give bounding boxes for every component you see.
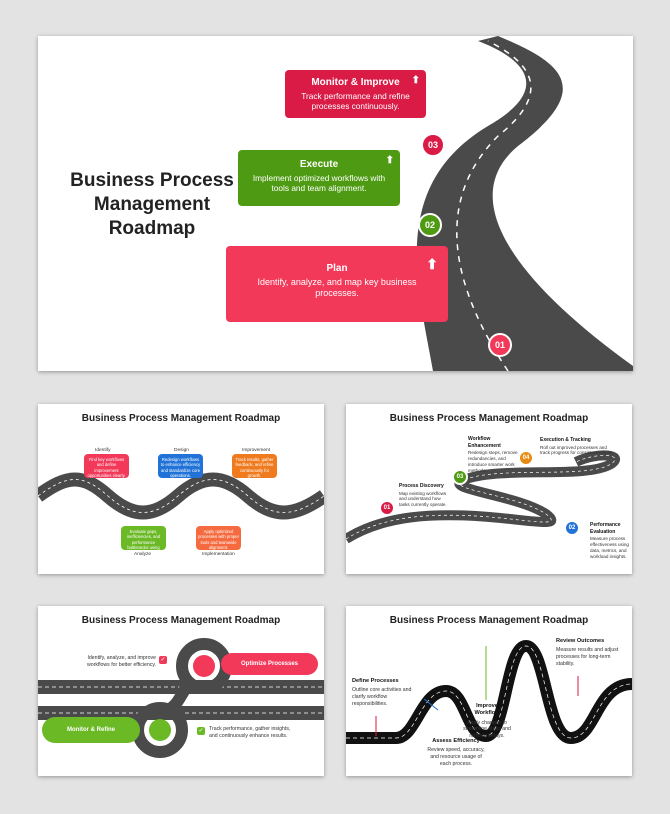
step-box-execute[interactable]: ⬆ Execute Implement optimized workflows …: [238, 150, 400, 206]
step-box-plan[interactable]: ⬆ Plan Identify, analyze, and map key bu…: [226, 246, 448, 322]
step-title: Monitor & Improve: [311, 77, 400, 88]
curve-road-graphic: [346, 639, 632, 745]
wave-box-improvement[interactable]: Track results, gather feedback, and refi…: [232, 454, 277, 478]
box-text: Evaluate gaps, inefficiencies, and perfo…: [126, 529, 161, 555]
slide-title: Business Process Management Roadmap: [389, 615, 589, 626]
check-icon-top: ✓: [159, 656, 167, 664]
slide-title: Business Process Management Roadmap: [81, 413, 281, 424]
main-slide: Business Process Management Roadmap ⬆ Mo…: [38, 36, 633, 371]
box-text: Apply optimized processes with proper to…: [198, 529, 239, 550]
wave-road-graphic: [38, 472, 324, 520]
wave-box-implementation[interactable]: Apply optimized processes with proper to…: [196, 526, 241, 550]
wave-box-analyze[interactable]: Evaluate gaps, inefficiencies, and perfo…: [121, 526, 166, 555]
arrow-up-icon: ⬆: [385, 155, 394, 166]
loop-bottom-text: Track performance, gather insights, and …: [209, 726, 291, 739]
wave-label-improvement: Improvement: [242, 448, 270, 453]
pin-03: 03: [452, 469, 468, 485]
pin-01: 01: [379, 500, 395, 516]
step-num-02: 02: [418, 213, 442, 237]
loop-road-graphic: [38, 638, 324, 758]
monitor-refine-banner[interactable]: Monitor & Refine: [42, 717, 140, 743]
banner-label: Optimize Processes: [240, 661, 299, 667]
loop-top-text: Identify, analyze, and improve workflows…: [87, 655, 156, 668]
wave-box-design[interactable]: Redesign workflows to enhance efficiency…: [158, 454, 203, 478]
step-text: Implement optimized workflows with tools…: [252, 173, 386, 194]
step-title: Execute: [299, 159, 339, 170]
check-icon-bottom: ✓: [197, 727, 205, 735]
arrow-up-icon: ⬆: [411, 75, 420, 86]
step-num-03: 03: [421, 133, 445, 157]
wave-label-design: Design: [174, 448, 189, 453]
step-text: Identify, analyze, and map key business …: [257, 277, 417, 299]
arrow-up-icon: ⬆: [426, 256, 438, 272]
step-title: Plan: [326, 263, 348, 274]
box-text: Redesign workflows to enhance efficiency…: [160, 457, 201, 478]
optimize-processes-banner[interactable]: Optimize Processes: [221, 653, 318, 675]
wave-label-identify: Identify: [95, 448, 111, 453]
step-box-monitor[interactable]: ⬆ Monitor & Improve Track performance an…: [285, 70, 426, 118]
slide-curve: Business Process Management Roadmap Defi…: [346, 606, 632, 776]
wave-label-implementation: Implementation: [202, 552, 235, 557]
step-num-01: 01: [488, 333, 512, 357]
wave-box-identify[interactable]: Find key workflows and define improvemen…: [84, 454, 129, 478]
box-text: Find key workflows and define improvemen…: [87, 457, 126, 478]
slide-loop: Business Process Management Roadmap Iden…: [38, 606, 324, 776]
wave-label-analyze: Analyze: [134, 552, 152, 557]
box-text: Track results, gather feedback, and refi…: [235, 457, 274, 478]
step-text: Track performance and refine processes c…: [301, 91, 410, 112]
slide-wave: Business Process Management Roadmap Find…: [38, 404, 324, 574]
main-title: Business Process Management Roadmap: [70, 170, 234, 239]
pin-02: 02: [564, 520, 580, 536]
slide-title: Business Process Management Roadmap: [81, 615, 281, 626]
winding-road-graphic: [346, 450, 620, 544]
pin-04: 04: [518, 450, 534, 466]
banner-label: Monitor & Refine: [67, 727, 115, 733]
main-road-graphic: [416, 36, 633, 371]
slide-winding: Business Process Management Roadmap 01 0…: [346, 404, 632, 574]
slide-title: Business Process Management Roadmap: [389, 413, 589, 424]
